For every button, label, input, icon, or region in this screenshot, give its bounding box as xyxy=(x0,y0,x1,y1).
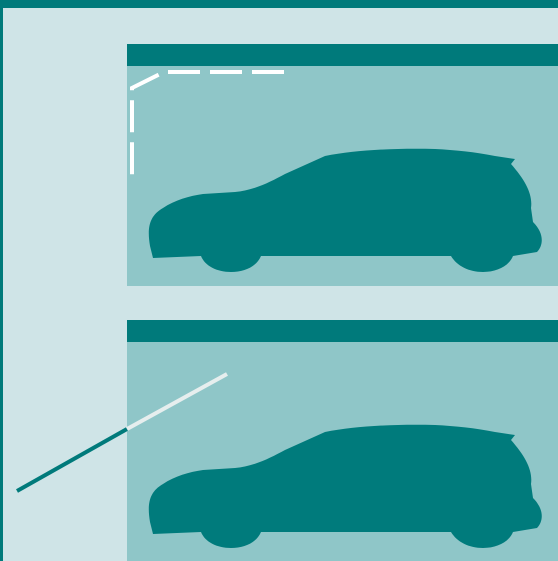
top-panel xyxy=(127,44,558,286)
bottom-panel-header-bar xyxy=(127,320,558,342)
top-panel-header-bar xyxy=(127,44,558,66)
